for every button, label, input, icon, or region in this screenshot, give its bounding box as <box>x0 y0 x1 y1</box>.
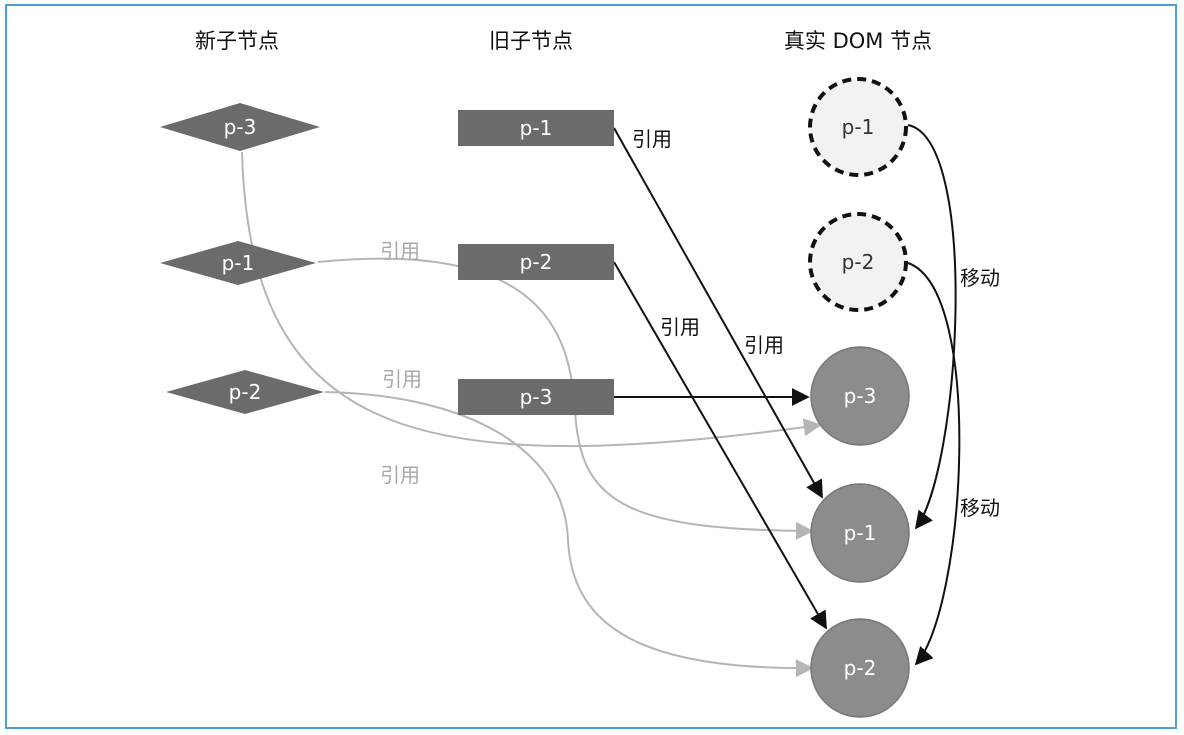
edge-move-p1 <box>907 124 957 530</box>
dom-node-label: p-1 <box>844 521 877 545</box>
header-new-children: 新子节点 <box>195 29 279 53</box>
new-child-p2: p-2 <box>166 370 324 414</box>
edge-ref-old-p2 <box>613 261 827 630</box>
new-child-label: p-1 <box>222 251 255 275</box>
new-child-label: p-2 <box>229 380 262 404</box>
dom-ghost-label: p-2 <box>842 250 875 274</box>
label-ref-old-p1-lower: 引用 <box>744 333 784 357</box>
edge-ref-new-p2 <box>324 391 814 678</box>
header-old-children: 旧子节点 <box>489 29 573 53</box>
label-ref-old-p2: 引用 <box>660 315 700 339</box>
new-child-p1: p-1 <box>160 241 316 285</box>
old-child-label: p-3 <box>520 385 553 409</box>
old-child-p2: p-2 <box>458 244 614 280</box>
label-ref-old-p1: 引用 <box>632 127 672 151</box>
dom-node-label: p-2 <box>844 656 877 680</box>
label-move-upper: 移动 <box>960 266 1000 290</box>
edge-move-p2 <box>907 262 961 666</box>
new-child-label: p-3 <box>224 115 257 139</box>
old-child-p3: p-3 <box>458 379 614 415</box>
dom-node-p1: p-1 <box>810 483 910 583</box>
old-child-label: p-1 <box>520 116 553 140</box>
label-ref-new-p3: 引用 <box>380 463 420 487</box>
dom-node-p2: p-2 <box>810 618 910 718</box>
dom-node-p3: p-3 <box>810 346 910 446</box>
label-ref-new-p2: 引用 <box>382 367 422 391</box>
dom-ghost-p2: p-2 <box>808 212 908 312</box>
new-child-p3: p-3 <box>160 103 320 151</box>
label-move-lower: 移动 <box>960 496 1000 520</box>
edge-ref-old-p1 <box>613 127 823 499</box>
header-real-dom: 真实 DOM 节点 <box>784 29 932 53</box>
old-child-p1: p-1 <box>458 110 614 146</box>
dom-ghost-label: p-1 <box>842 115 875 139</box>
dom-ghost-p1: p-1 <box>808 77 908 177</box>
old-child-label: p-2 <box>520 250 553 274</box>
label-ref-new-p1: 引用 <box>380 239 420 263</box>
dom-node-label: p-3 <box>844 384 877 408</box>
